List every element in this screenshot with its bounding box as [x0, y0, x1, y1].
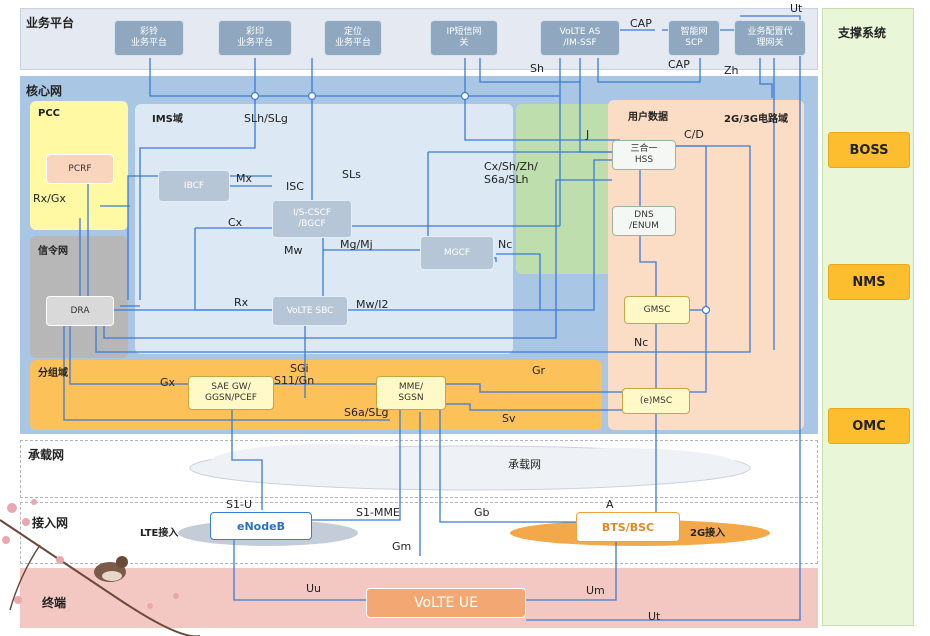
signaling-title: 信令网 — [38, 246, 68, 257]
if-sv: Sv — [502, 412, 516, 425]
pcc-title: PCC — [38, 108, 61, 119]
ims-title: IMS域 — [152, 114, 183, 125]
if-c-d: C/D — [684, 128, 704, 141]
node-hss[interactable]: 三合一 HSS — [612, 140, 676, 170]
if-rx-gx: Rx/Gx — [33, 192, 66, 205]
if-zh: Zh — [724, 64, 739, 77]
if-cap-1: CAP — [630, 17, 652, 30]
service-node-ip-sms[interactable]: IP短信网 关 — [430, 20, 498, 56]
if-uu: Uu — [306, 582, 322, 595]
service-node-caiyin[interactable]: 彩印 业务平台 — [218, 20, 292, 56]
if-mg-mj: Mg/Mj — [340, 238, 373, 251]
if-s6a-slg: S6a/SLg — [344, 406, 389, 419]
node-mme-sgsn[interactable]: MME/ SGSN — [376, 376, 446, 410]
packet-area — [30, 360, 602, 430]
packet-title: 分组域 — [38, 368, 68, 379]
if-j: J — [586, 128, 590, 141]
core-layer-title: 核心网 — [26, 84, 63, 98]
if-sls: SLs — [342, 168, 361, 181]
node-volte-ue[interactable]: VoLTE UE — [366, 588, 526, 618]
if-gb: Gb — [474, 506, 490, 519]
if-gr: Gr — [532, 364, 546, 377]
if-gx: Gx — [160, 376, 176, 389]
if-um: Um — [586, 584, 605, 597]
terminal-layer-title: 终端 — [42, 596, 67, 610]
if-ut-top: Ut — [790, 2, 803, 15]
service-node-crbt[interactable]: 彩铃 业务平台 — [114, 20, 184, 56]
node-gmsc[interactable]: GMSC — [624, 296, 690, 324]
if-a: A — [606, 498, 614, 511]
access-layer-title: 接入网 — [32, 516, 69, 530]
if-rx: Rx — [234, 296, 249, 309]
if-cx-sh-zh: Cx/Sh/Zh/ S6a/SLh — [484, 160, 538, 186]
node-mgcf[interactable]: MGCF — [420, 236, 494, 270]
service-node-volte-as[interactable]: VoLTE AS /IM-SSF — [540, 20, 620, 56]
if-sgi: SGi — [290, 362, 309, 375]
service-node-config-proxy[interactable]: 业务配置代 理网关 — [734, 20, 806, 56]
node-cscf[interactable]: I/S-CSCF /BGCF — [272, 200, 352, 238]
if-gm: Gm — [392, 540, 412, 553]
if-s11-gn: S11/Gn — [274, 374, 315, 387]
if-s1-mme: S1-MME — [356, 506, 400, 519]
cs-title: 2G/3G电路域 — [724, 114, 788, 125]
if-slh-slg: SLh/SLg — [244, 112, 288, 125]
if-sh: Sh — [530, 62, 544, 75]
support-nms[interactable]: NMS — [828, 264, 910, 300]
support-omc[interactable]: OMC — [828, 408, 910, 444]
support-title: 支撑系统 — [838, 26, 887, 40]
if-s1-u: S1-U — [226, 498, 253, 511]
if-cap-2: CAP — [668, 58, 690, 71]
service-node-location[interactable]: 定位 业务平台 — [324, 20, 382, 56]
lte-access-label: LTE接入 — [140, 528, 179, 539]
if-mw: Mw — [284, 244, 303, 257]
if-mx: Mx — [236, 172, 253, 185]
bearer-cloud-label: 承载网 — [508, 458, 541, 471]
if-ut-bottom: Ut — [648, 610, 661, 623]
support-boss[interactable]: BOSS — [828, 132, 910, 168]
node-ibcf[interactable]: IBCF — [158, 170, 230, 202]
if-isc: ISC — [286, 180, 304, 193]
support-column — [822, 8, 914, 626]
userdata-title: 用户数据 — [628, 112, 668, 123]
service-node-scp[interactable]: 智能网 SCP — [668, 20, 720, 56]
node-volte-sbc[interactable]: VoLTE SBC — [272, 296, 348, 326]
if-nc-1: Nc — [498, 238, 513, 251]
if-mw-i2: Mw/I2 — [356, 298, 389, 311]
bearer-layer-title: 承载网 — [28, 448, 65, 462]
node-bts-bsc[interactable]: BTS/BSC — [576, 512, 680, 542]
node-dns-enum[interactable]: DNS /ENUM — [612, 206, 676, 236]
node-emsc[interactable]: (e)MSC — [622, 388, 690, 414]
node-dra[interactable]: DRA — [46, 296, 114, 326]
if-nc-2: Nc — [634, 336, 649, 349]
2g-access-label: 2G接入 — [690, 528, 726, 539]
service-layer-title: 业务平台 — [26, 16, 75, 30]
node-pcrf[interactable]: PCRF — [46, 154, 114, 184]
if-cx: Cx — [228, 216, 243, 229]
node-enodeb[interactable]: eNodeB — [210, 512, 312, 540]
node-sae-gw[interactable]: SAE GW/ GGSN/PCEF — [188, 376, 274, 410]
